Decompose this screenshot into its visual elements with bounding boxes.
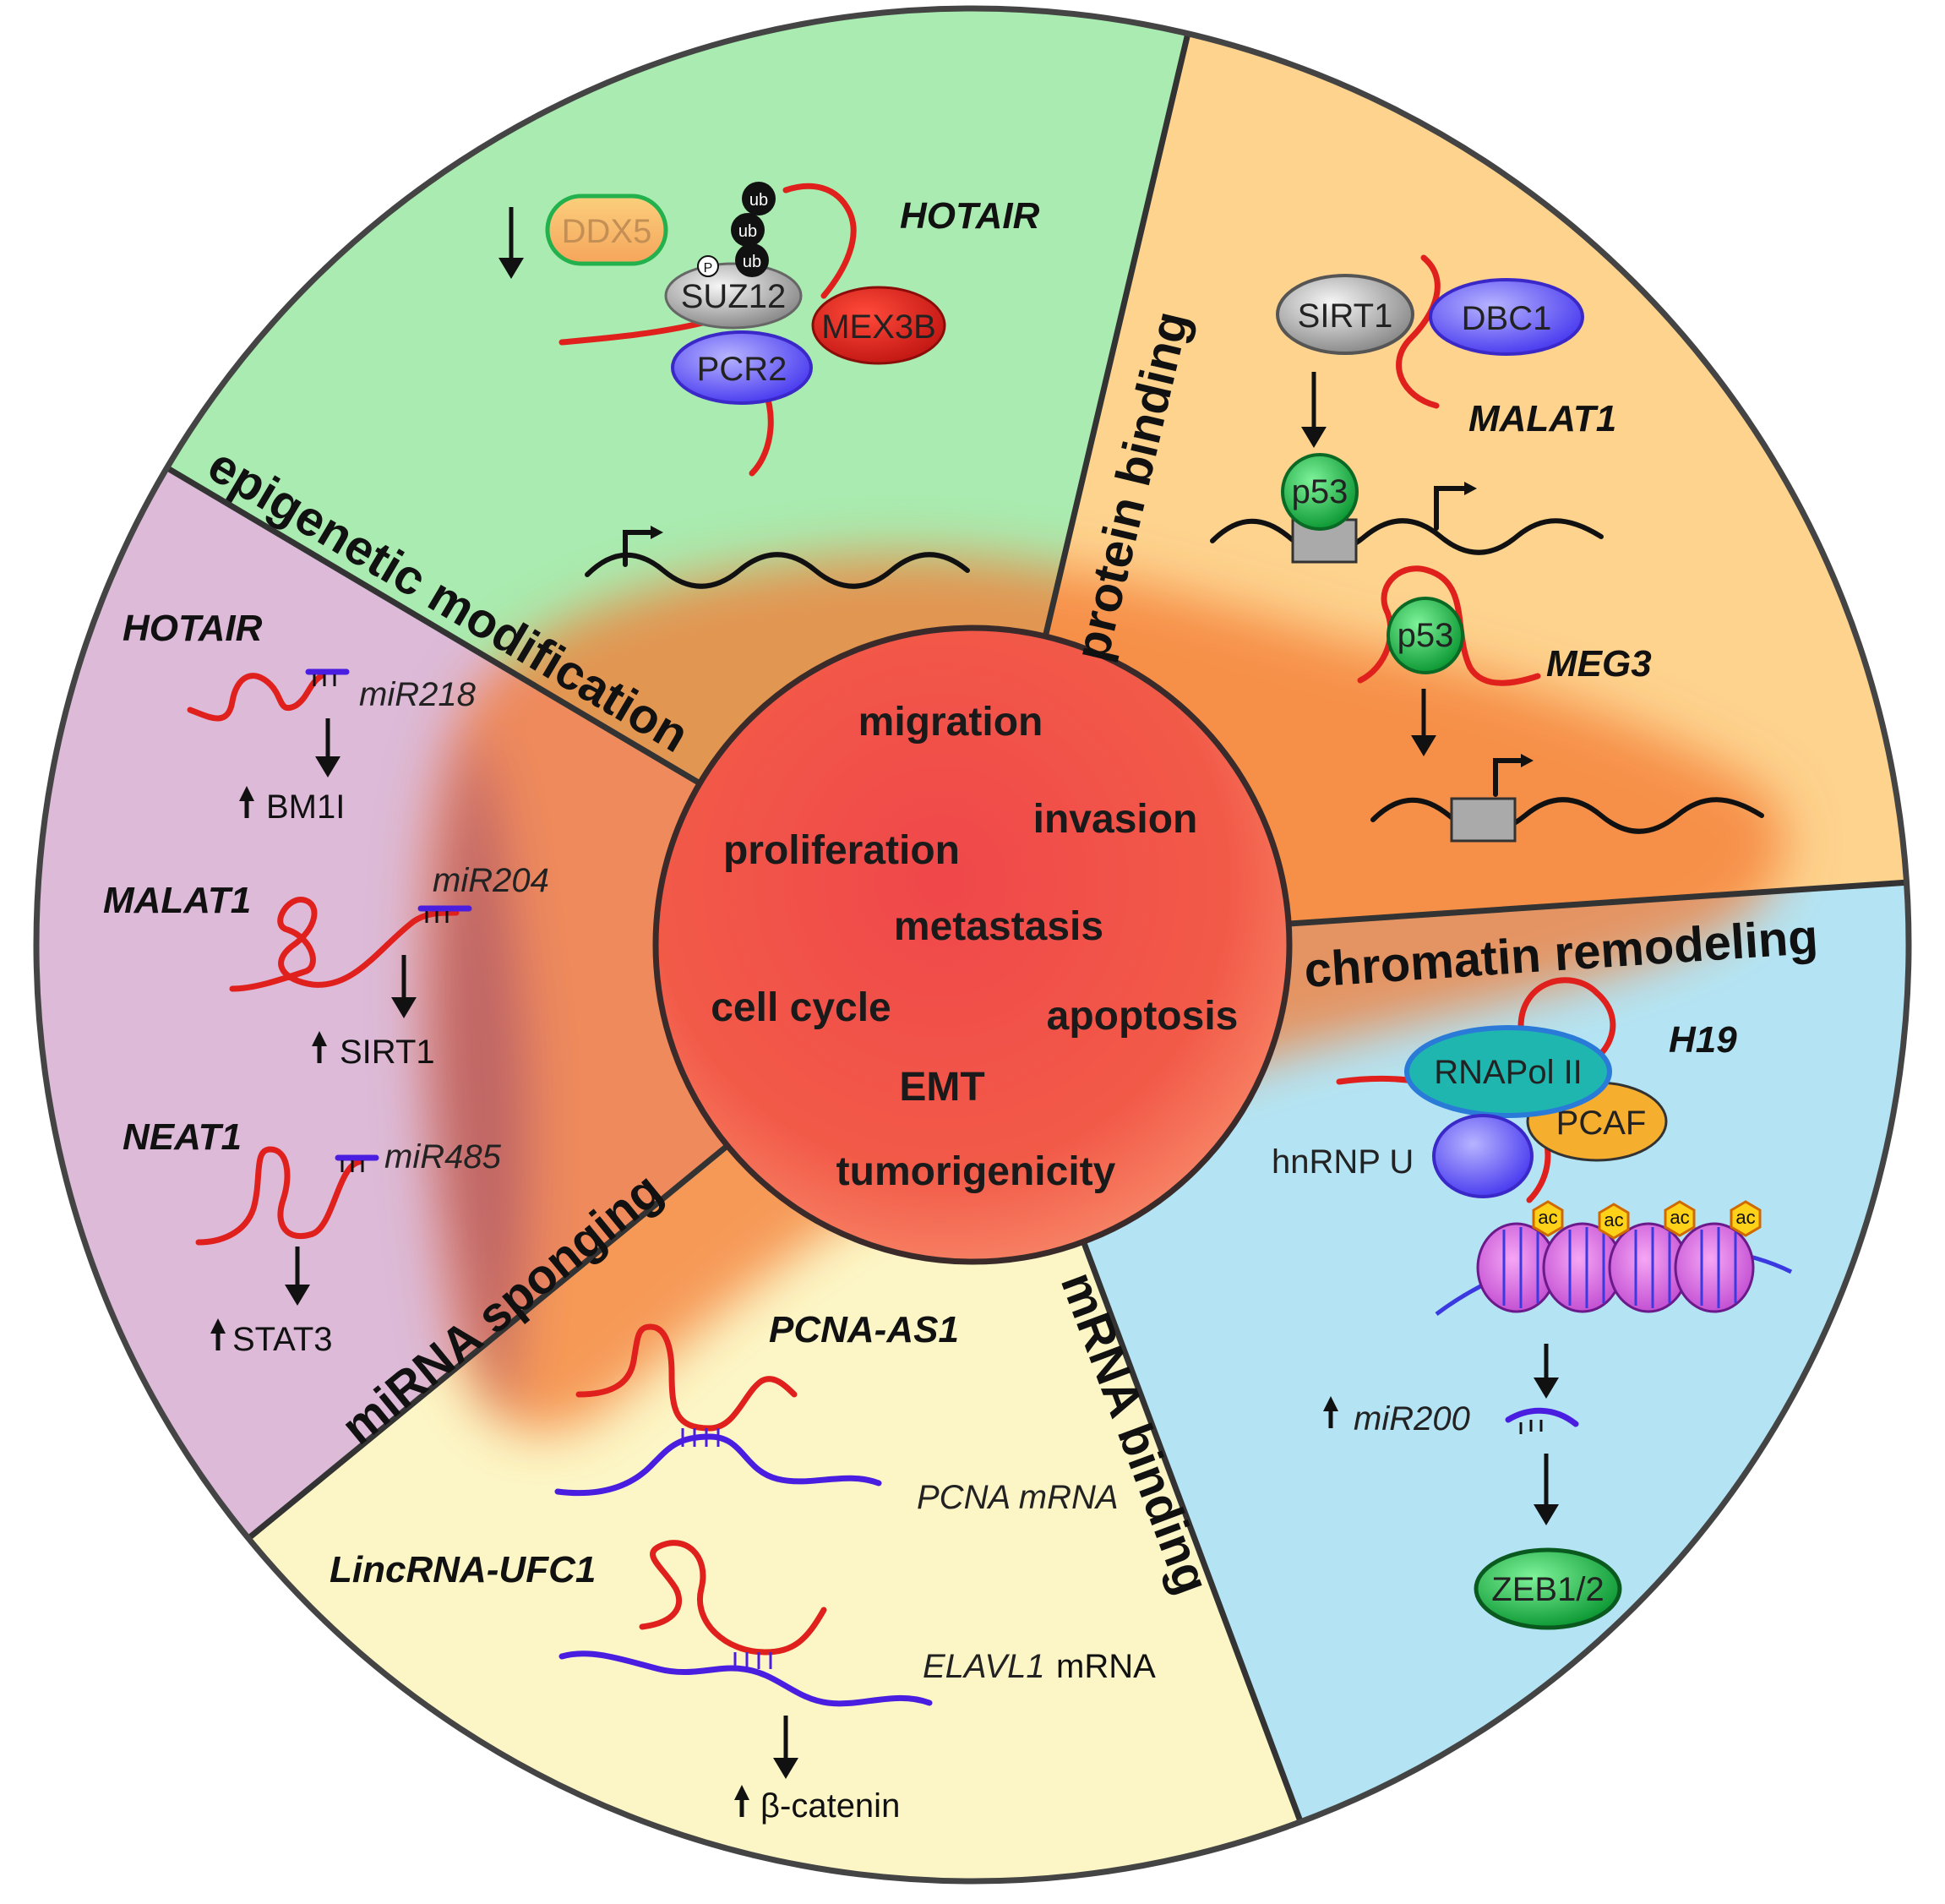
mex3b-protein: [811, 286, 946, 365]
center-term-tumorigenicity: tumorigenicity: [836, 1149, 1116, 1194]
center-term-emt: EMT: [899, 1065, 984, 1110]
sponge-target-3: STAT3: [232, 1321, 333, 1358]
gene-lincrna-ufc1: LincRNA-UFC1: [330, 1549, 596, 1590]
ddx5-protein: [545, 194, 668, 266]
center-term-apoptosis: apoptosis: [1047, 994, 1239, 1039]
center-term-metastasis: metastasis: [894, 904, 1103, 949]
center-term-cell-cycle: cell cycle: [711, 985, 891, 1030]
sponge-mir-1: miR218: [359, 676, 477, 713]
rnapol-ii-label: RNAPol II: [1434, 1054, 1583, 1091]
sponge-target-1: BM1I: [266, 788, 345, 826]
p53-label-2: p53: [1397, 617, 1454, 654]
gene-hotair-epigenetic: HOTAIR: [900, 195, 1040, 237]
phospho-p: [697, 255, 719, 277]
gene-malat1-protein: MALAT1: [1468, 398, 1616, 439]
ub-label-1: ub: [749, 191, 768, 210]
rnapol-ii-complex: [1404, 1025, 1612, 1118]
center-term-invasion: invasion: [1033, 797, 1198, 842]
gene-meg3: MEG3: [1546, 643, 1652, 685]
pcr2-complex: [671, 330, 813, 405]
ddx5-label: DDX5: [562, 213, 652, 250]
ac-label-4: ac: [1735, 1207, 1755, 1228]
elavl1-mrna-word: mRNA: [1056, 1648, 1156, 1685]
promoter-box-2: [1450, 797, 1517, 843]
center-term-proliferation: proliferation: [723, 828, 960, 873]
sirt1-label: SIRT1: [1298, 297, 1393, 335]
gene-h19: H19: [1669, 1019, 1737, 1061]
p53-protein-2: [1387, 597, 1464, 674]
suz12-protein: [664, 262, 803, 330]
sponge-gene-3: NEAT1: [123, 1116, 242, 1158]
hnrnp-u-label: hnRNP U: [1272, 1143, 1414, 1181]
p53-label-1: p53: [1292, 473, 1348, 510]
center-circle: [652, 625, 1293, 1265]
gene-pcna-as1: PCNA-AS1: [769, 1309, 959, 1350]
pcna-mrna-label: PCNA mRNA: [917, 1479, 1119, 1516]
ub-label-2: ub: [738, 222, 757, 241]
pcr2-label: PCR2: [697, 351, 787, 388]
sponge-gene-2: MALAT1: [103, 880, 251, 921]
ac-label-2: ac: [1604, 1209, 1623, 1230]
sponge-gene-1: HOTAIR: [123, 608, 263, 649]
sponge-mir-2: miR204: [433, 862, 549, 899]
phospho-label: P: [704, 261, 713, 276]
mrna-binding-panel: PCNA-AS1 PCNA mRNA LincRNA-UFC1 ELAVL1 m…: [330, 1309, 1156, 1825]
ac-label-1: ac: [1538, 1207, 1557, 1228]
hnrnp-u-protein: [1432, 1114, 1534, 1198]
beta-catenin-label: β-catenin: [760, 1787, 900, 1825]
sirt1-protein: [1276, 274, 1414, 355]
chromatin-panel: PCAF RNAPol II hnRNP U H19 ac ac ac ac: [1272, 977, 1793, 1630]
nucleosome-array: [1476, 1222, 1755, 1313]
ub-label-3: ub: [743, 253, 761, 271]
ub-1: [742, 182, 776, 215]
suz12-label: SUZ12: [681, 278, 787, 315]
protein-binding-panel: SIRT1 DBC1 MALAT1 p53 p53 MEG3: [1210, 254, 1764, 843]
mir200-label: miR200: [1354, 1400, 1470, 1438]
acetyl-marks: ac ac ac ac: [1532, 1200, 1762, 1240]
center-terms: migration invasion proliferation metasta…: [711, 700, 1238, 1194]
mirna-sponging-panel: HOTAIR miR218 BM1I MALAT1 miR204 SIRT1 N…: [103, 608, 549, 1358]
zeb-label: ZEB1/2: [1491, 1571, 1604, 1608]
wheel-outline: [33, 5, 1912, 1885]
elavl1-gene-label: ELAVL1: [923, 1648, 1045, 1685]
ac-label-3: ac: [1670, 1207, 1689, 1228]
pcaf-label: PCAF: [1556, 1105, 1647, 1142]
dbc1-label: DBC1: [1462, 300, 1552, 337]
sponge-target-2: SIRT1: [340, 1034, 435, 1071]
zeb-protein: [1474, 1547, 1622, 1630]
epigenetic-panel: DDX5 PCR2 MEX3B SUZ12 ub ub ub P HOTAIR: [499, 182, 1040, 589]
dbc1-protein: [1429, 278, 1584, 356]
center-term-migration: migration: [858, 700, 1043, 745]
ub-2: [731, 213, 765, 247]
mex3b-label: MEX3B: [821, 308, 936, 346]
p53-protein-1: [1281, 453, 1359, 531]
ub-3: [735, 243, 769, 277]
sponge-mir-3: miR485: [384, 1138, 502, 1176]
